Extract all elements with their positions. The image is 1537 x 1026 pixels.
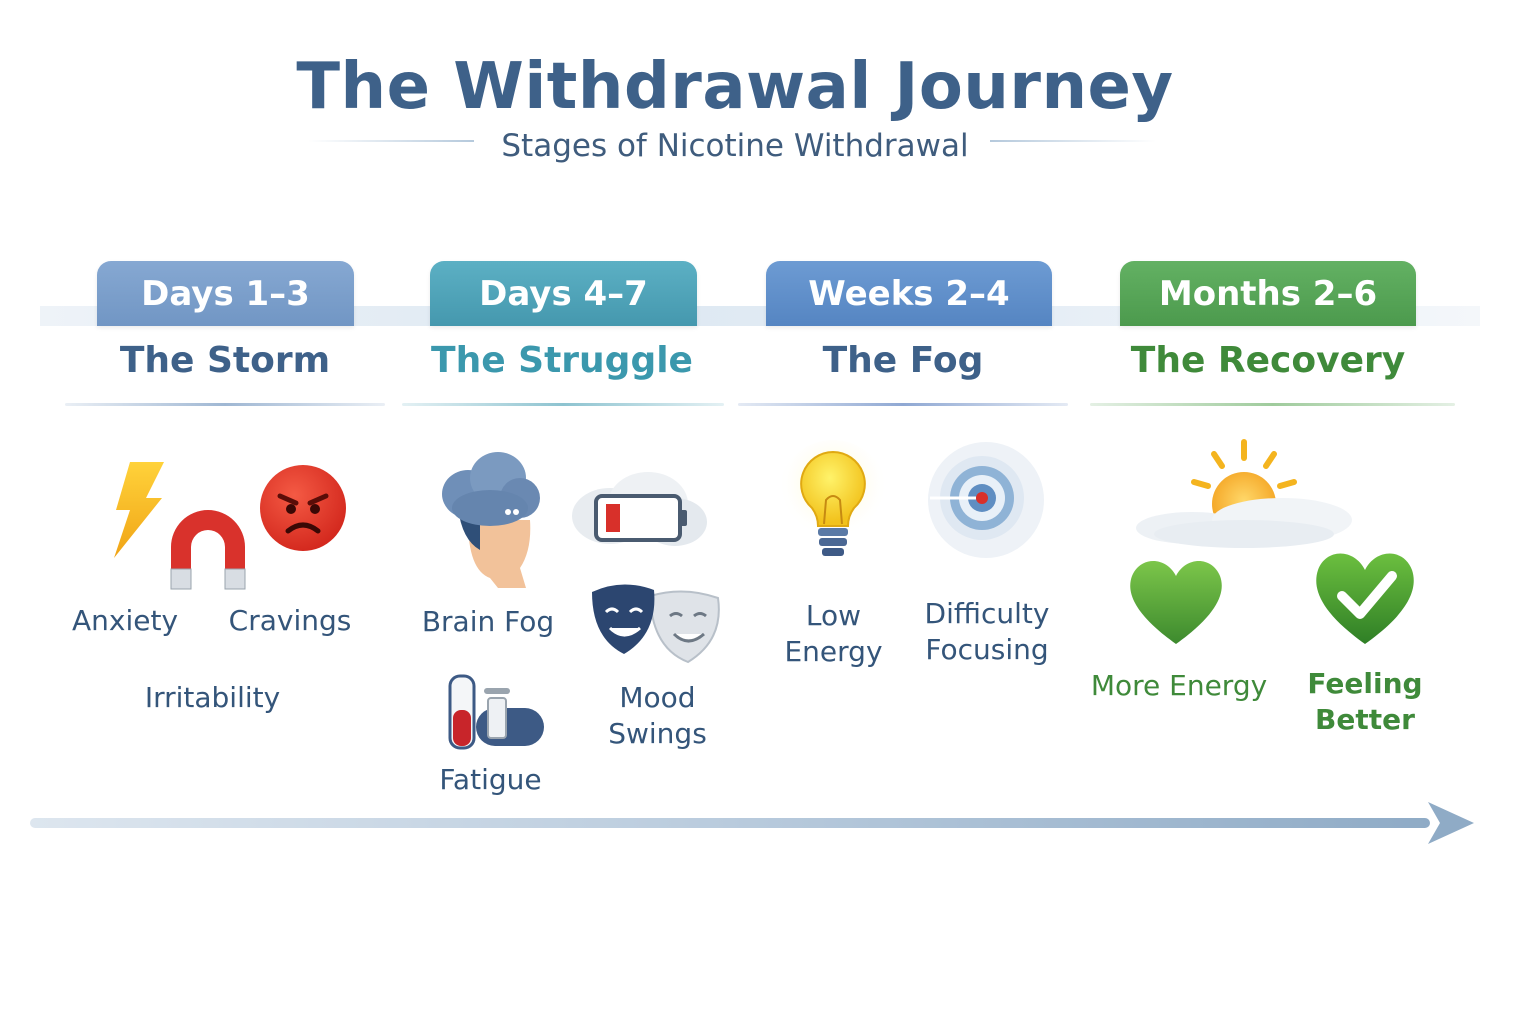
lightning-icon [114, 462, 164, 558]
recovery-label-more-energy: More Energy [1090, 669, 1268, 702]
stage-period: Months 2–6 [1158, 274, 1378, 314]
angry-face-icon [260, 465, 346, 551]
stage-underline [65, 403, 385, 406]
stage-period: Weeks 2–4 [808, 274, 1010, 314]
symptom-label-brain-fog: Brain Fog [421, 605, 555, 638]
magnet-icon [170, 510, 246, 590]
subtitle-rule-right [990, 140, 1156, 142]
stage-underline [1090, 403, 1455, 406]
stage-tab-storm: Days 1–3 [97, 261, 354, 326]
low-battery-icon [572, 472, 707, 546]
stage-name-storm: The Storm [119, 340, 331, 381]
subtitle-rule-left [308, 140, 474, 142]
page-subtitle: Stages of Nicotine Withdrawal [501, 128, 969, 164]
stage-tab-fog: Weeks 2–4 [766, 261, 1052, 326]
symptom-label-fatigue: Fatigue [439, 763, 542, 796]
stage-underline [402, 403, 724, 406]
stage-period: Days 1–3 [141, 274, 310, 314]
theater-masks-icon [592, 584, 720, 664]
stage-tab-struggle: Days 4–7 [430, 261, 697, 326]
symptom-label-anxiety: Anxiety [71, 604, 179, 637]
heart-check-icon [1316, 553, 1414, 644]
timeline-arrow [30, 802, 1474, 844]
stage-name-struggle: The Struggle [431, 340, 693, 381]
light-bulb-icon [778, 440, 888, 556]
stage-underline [738, 403, 1068, 406]
symptom-label-cravings: Cravings [228, 604, 352, 637]
stage-name-fog: The Fog [822, 340, 984, 381]
cloudy-head-icon [442, 452, 540, 588]
stage-tab-recovery: Months 2–6 [1120, 261, 1416, 326]
test-tube-icon [448, 674, 544, 750]
stage-name-recovery: The Recovery [1130, 340, 1406, 381]
sun-cloud-icon [1136, 439, 1352, 548]
stage-period: Days 4–7 [479, 274, 648, 314]
target-icon [928, 442, 1044, 558]
page-title: The Withdrawal Journey [296, 50, 1174, 124]
heart-icon [1130, 561, 1222, 644]
symptom-label-irritability: Irritability [144, 681, 281, 714]
